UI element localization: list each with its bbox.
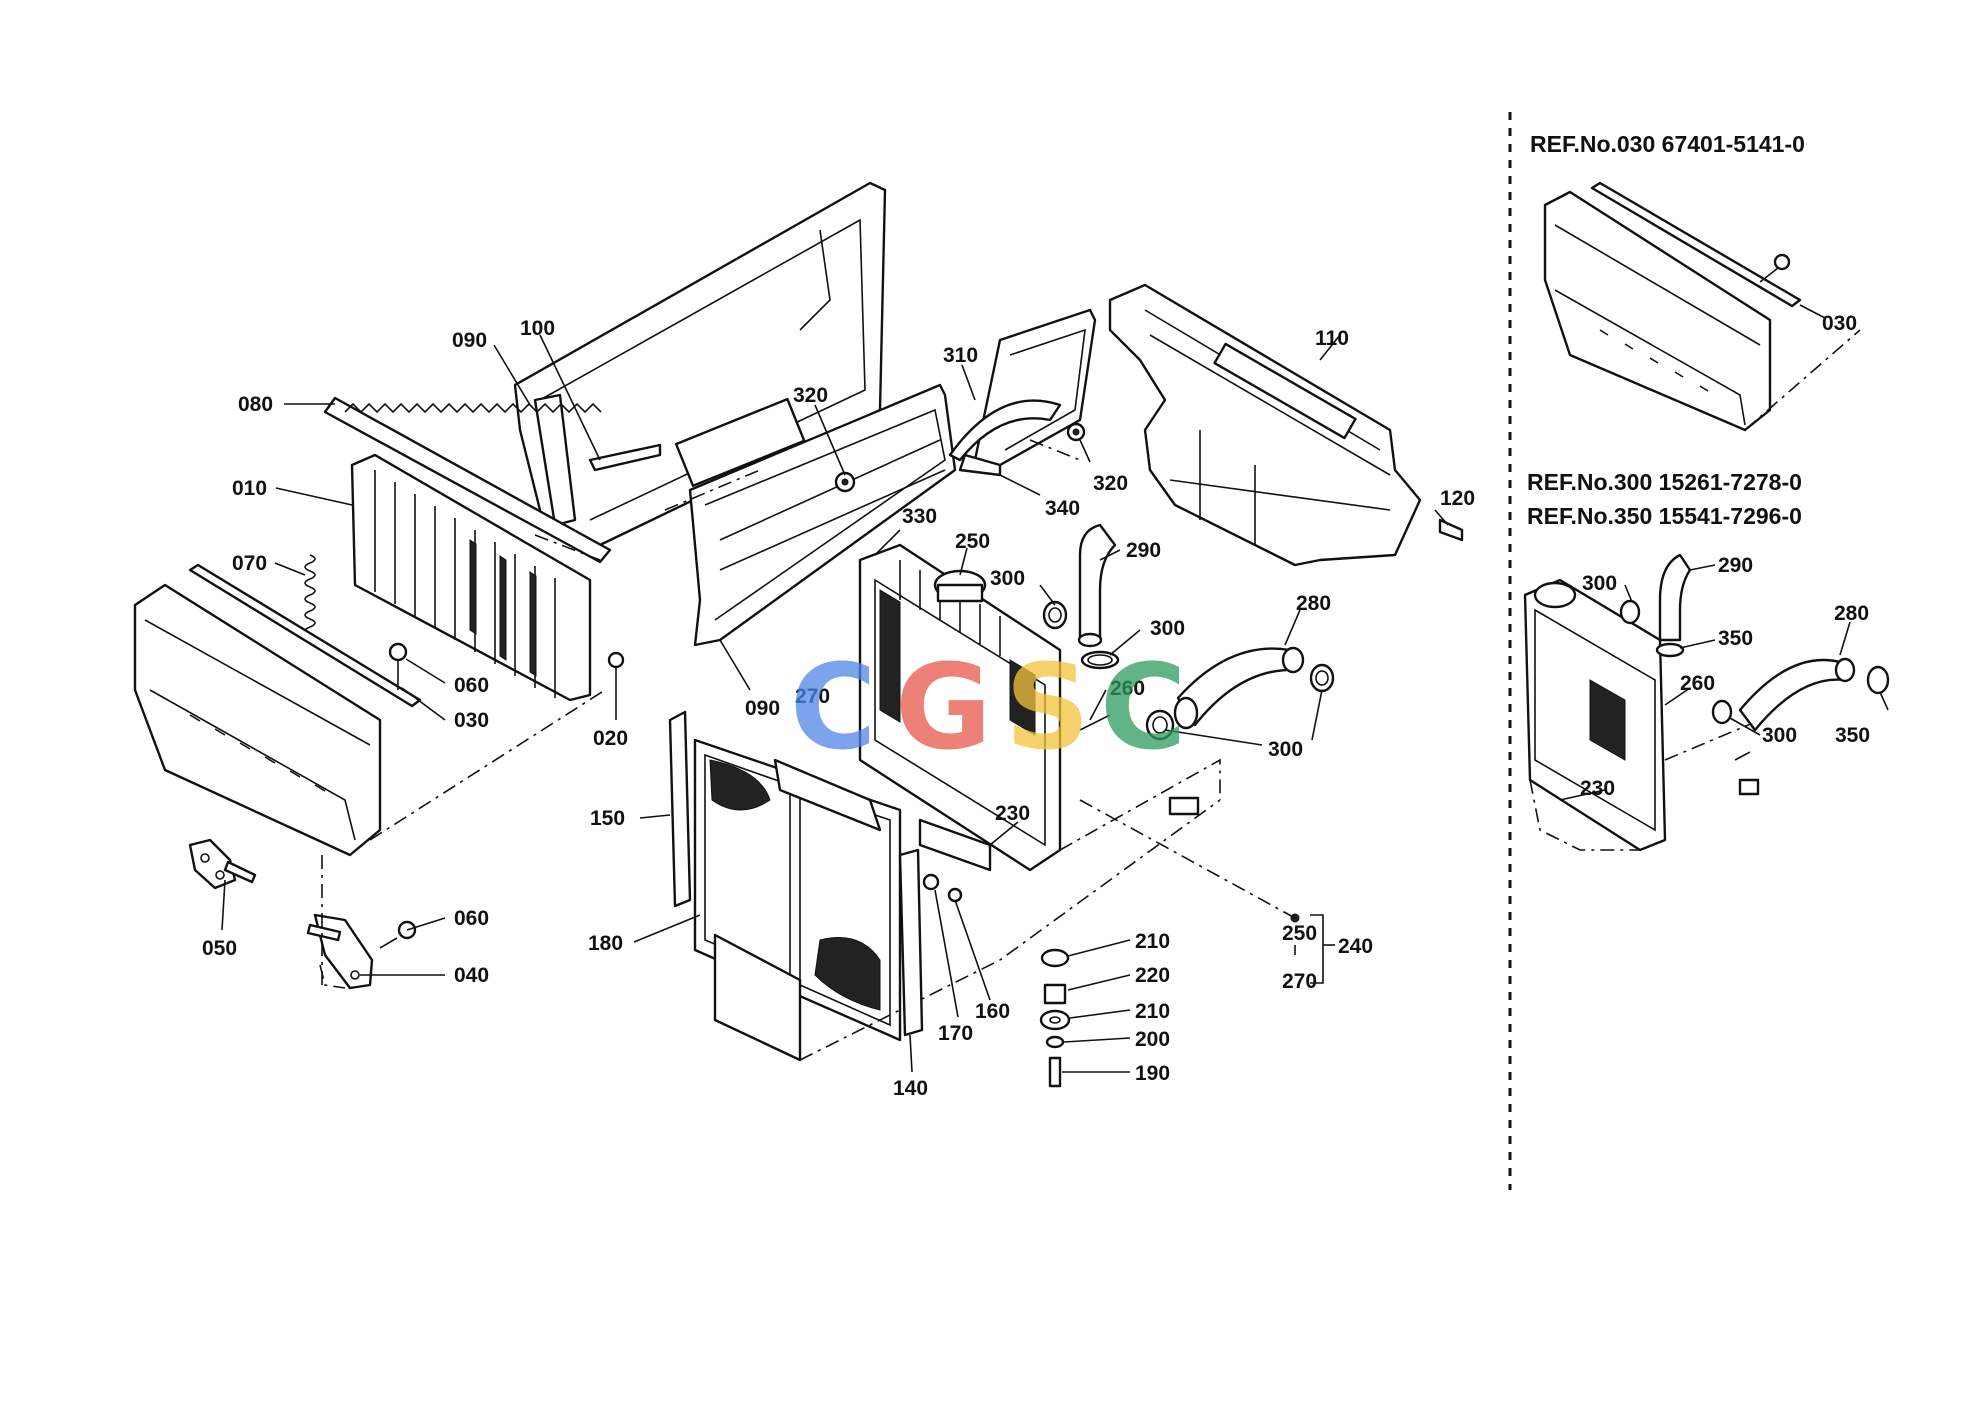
bolt-170 bbox=[922, 873, 940, 891]
label-300-b: 300 bbox=[1150, 617, 1185, 640]
hood-panel-upper bbox=[513, 181, 887, 547]
label-200: 200 bbox=[1135, 1028, 1170, 1051]
watermark: C G S C bbox=[790, 638, 1187, 776]
label-320-center: 320 bbox=[793, 384, 828, 407]
clamp-upper bbox=[1080, 650, 1120, 670]
label-250-bottom: 250 bbox=[1282, 922, 1317, 945]
label-220: 220 bbox=[1135, 964, 1170, 987]
label-120: 120 bbox=[1440, 487, 1475, 510]
watermark-letter-3: S bbox=[1005, 638, 1090, 776]
radiator-cap bbox=[933, 569, 987, 603]
label-270-bottom: 270 bbox=[1282, 970, 1317, 993]
front-nose bbox=[133, 583, 382, 857]
tab-120 bbox=[1438, 518, 1464, 542]
watermark-letter-1: C bbox=[790, 638, 877, 776]
label-100: 100 bbox=[520, 317, 555, 340]
label-180: 180 bbox=[588, 932, 623, 955]
part-labels: 080 010 070 090 100 060 030 020 050 060 … bbox=[202, 317, 1475, 1100]
inset-label-260: 260 bbox=[1680, 672, 1715, 695]
spring bbox=[304, 554, 316, 636]
bar-part bbox=[533, 393, 577, 527]
clamp-upper-left bbox=[1042, 600, 1068, 630]
label-260: 260 bbox=[1110, 677, 1145, 700]
label-190: 190 bbox=[1135, 1062, 1170, 1085]
construction-lines bbox=[319, 439, 1296, 989]
label-170: 170 bbox=[938, 1022, 973, 1045]
inset-label-290: 290 bbox=[1718, 554, 1753, 577]
label-050: 050 bbox=[202, 937, 237, 960]
side-bar bbox=[898, 848, 924, 1037]
leader-lines bbox=[221, 334, 1449, 1073]
inset-label-300-bottom: 300 bbox=[1762, 724, 1797, 747]
inset-label-350-top: 350 bbox=[1718, 627, 1753, 650]
side-strip bbox=[668, 710, 692, 908]
label-250-top: 250 bbox=[955, 530, 990, 553]
hood-panel-lower bbox=[688, 383, 957, 647]
label-090-lower: 090 bbox=[745, 697, 780, 720]
tray-310 bbox=[948, 308, 1097, 467]
label-210-lower: 210 bbox=[1135, 1000, 1170, 1023]
ref-350: REF.No.350 15541-7296-0 bbox=[1527, 503, 1802, 529]
pin bbox=[607, 651, 625, 690]
lower-hose bbox=[1173, 646, 1305, 730]
bracket-upper bbox=[188, 838, 257, 890]
label-310: 310 bbox=[943, 344, 978, 367]
label-150: 150 bbox=[590, 807, 625, 830]
label-330: 330 bbox=[902, 505, 937, 528]
ref-300: REF.No.300 15261-7278-0 bbox=[1527, 469, 1802, 495]
inset-300-350: REF.No.300 15261-7278-0 REF.No.350 15541… bbox=[1523, 469, 1890, 852]
bolt-160 bbox=[947, 887, 963, 903]
label-080: 080 bbox=[238, 393, 273, 416]
label-090-upper: 090 bbox=[452, 329, 487, 352]
bracket-230 bbox=[918, 818, 992, 872]
bolt-lower bbox=[379, 920, 417, 949]
nut-center bbox=[834, 471, 856, 493]
label-340: 340 bbox=[1045, 497, 1080, 520]
serrated-strip bbox=[323, 396, 612, 564]
mount-stack bbox=[1039, 948, 1071, 1088]
bolt-upper bbox=[388, 642, 408, 690]
label-320-right: 320 bbox=[1093, 472, 1128, 495]
label-280: 280 bbox=[1296, 592, 1331, 615]
label-040: 040 bbox=[454, 964, 489, 987]
label-270-top: 270 bbox=[795, 685, 830, 708]
label-160: 160 bbox=[975, 1000, 1010, 1023]
ref-030: REF.No.030 67401-5141-0 bbox=[1530, 131, 1805, 157]
bolt-260 bbox=[1079, 714, 1111, 731]
label-010: 010 bbox=[232, 477, 267, 500]
clamp-right bbox=[1309, 663, 1335, 693]
label-060-lower: 060 bbox=[454, 907, 489, 930]
nut-right bbox=[1066, 422, 1086, 442]
nose-bar bbox=[188, 563, 422, 708]
label-140: 140 bbox=[893, 1077, 928, 1100]
bracket-lower bbox=[306, 913, 374, 990]
label-290: 290 bbox=[1126, 539, 1161, 562]
label-300-c: 300 bbox=[1268, 738, 1303, 761]
label-070: 070 bbox=[232, 552, 267, 575]
label-240: 240 bbox=[1338, 935, 1373, 958]
label-230: 230 bbox=[995, 802, 1030, 825]
inset-030: REF.No.030 67401-5141-0 030 bbox=[1530, 131, 1861, 432]
label-060-upper: 060 bbox=[454, 674, 489, 697]
inset-label-030: 030 bbox=[1822, 312, 1857, 335]
label-030: 030 bbox=[454, 709, 489, 732]
label-300-a: 300 bbox=[990, 567, 1025, 590]
inset-label-280: 280 bbox=[1834, 602, 1869, 625]
watermark-letter-2: G bbox=[895, 638, 992, 776]
label-020: 020 bbox=[593, 727, 628, 750]
label-110: 110 bbox=[1315, 327, 1349, 350]
frame-110 bbox=[1108, 283, 1422, 567]
base-pan bbox=[713, 758, 1221, 1062]
clamp-lower bbox=[1145, 709, 1175, 741]
inset-label-300-top: 300 bbox=[1582, 572, 1617, 595]
grille bbox=[350, 453, 592, 702]
upper-hose bbox=[1077, 523, 1117, 648]
label-210-upper: 210 bbox=[1135, 930, 1170, 953]
inset-label-230: 230 bbox=[1580, 777, 1615, 800]
watermark-letter-4: C bbox=[1100, 638, 1187, 776]
inset-label-350-bottom: 350 bbox=[1835, 724, 1870, 747]
